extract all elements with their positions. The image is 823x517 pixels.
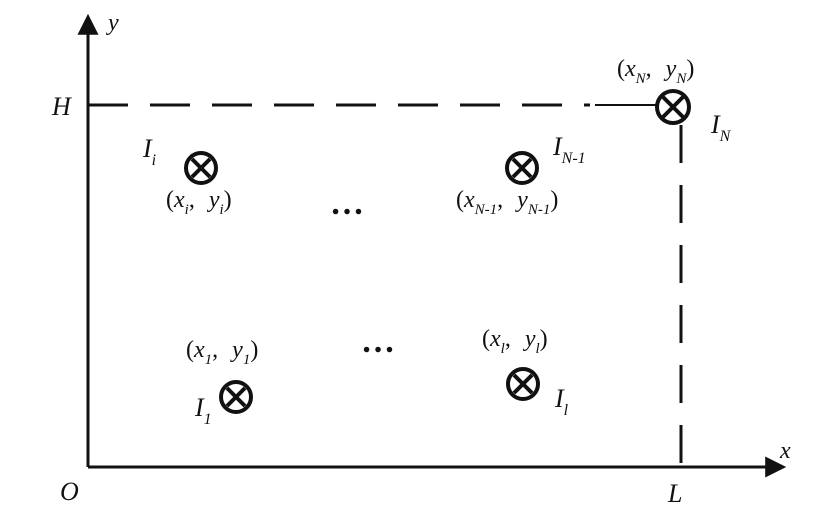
coord-label-n: (xN,yN) [617,56,694,87]
ellipsis-bottom: … [361,323,395,360]
coord-label-l: (xl,yl) [482,326,548,357]
height-label: H [51,92,72,121]
coord-label-1: (x1,y1) [186,337,258,368]
source-label-i: Ii [142,134,156,169]
current-source-symbol [506,367,540,401]
source-label-n-minus-1: IN-1 [552,132,586,167]
coord-label-i: (xi,yi) [166,187,232,218]
current-source-symbol [184,151,218,185]
source-label-n: IN [710,110,732,145]
source-label-1: I1 [194,393,212,428]
source-label-l: Il [554,384,569,419]
length-label: L [667,479,682,508]
current-source-symbol [655,89,691,125]
ellipsis-top: … [330,185,364,222]
current-source-symbol [505,151,539,185]
x-axis-label: x [779,438,791,464]
coord-label-n-minus-1: (xN-1,yN-1) [456,187,558,218]
y-axis-label: y [106,10,119,36]
current-source-symbol [219,380,253,414]
origin-label: O [60,477,79,506]
